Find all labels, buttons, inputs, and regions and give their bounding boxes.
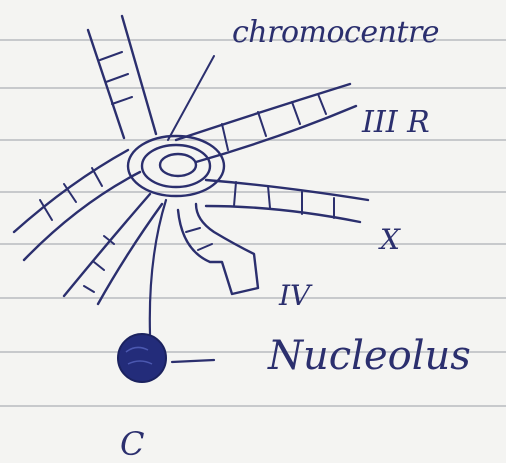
letter-c-label: C <box>120 428 144 460</box>
band-marks <box>40 168 102 220</box>
polytene-chromosome-drawing <box>14 16 368 362</box>
chromosome-arm-iv <box>178 204 258 294</box>
chromocentre-label: chromocentre <box>232 18 439 48</box>
chromocentre-middle <box>142 145 210 187</box>
band-marks <box>222 94 326 150</box>
chromocentre-inner <box>160 154 196 176</box>
chromocentre-pointer <box>168 56 214 140</box>
arm-x-label: X <box>380 226 400 254</box>
chromosome-arm-x <box>206 180 368 222</box>
nucleolus-label: Nucleolus <box>268 336 471 376</box>
arm-4-label: IV <box>279 282 310 310</box>
arm-3r-label: III R <box>362 108 430 138</box>
nucleolus-thread <box>150 200 166 334</box>
nucleolus-pointer <box>172 360 214 362</box>
chromosome-arm-3r <box>176 84 356 162</box>
nucleolus-blob <box>118 334 166 382</box>
